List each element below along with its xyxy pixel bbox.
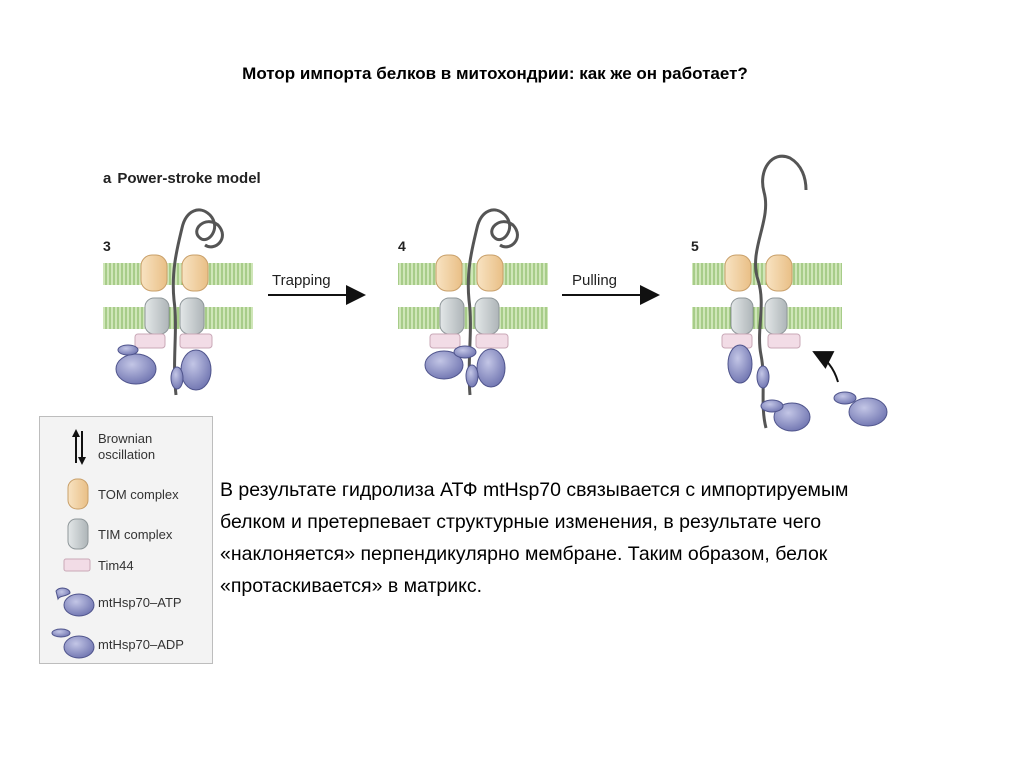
body-line: В результате гидролиза АТФ mtHsp70 связы… bbox=[220, 479, 849, 501]
tim44 bbox=[429, 333, 461, 349]
outer-membrane bbox=[103, 263, 253, 285]
polypeptide-chain bbox=[466, 208, 519, 396]
recycling-arrow bbox=[812, 351, 839, 383]
mthsp70 bbox=[773, 402, 811, 432]
tim44 bbox=[179, 333, 213, 349]
legend-label: Tim44 bbox=[98, 558, 134, 573]
mthsp70-lid bbox=[117, 344, 139, 356]
double-arrow-icon bbox=[72, 429, 86, 465]
inner-membrane bbox=[398, 307, 548, 329]
pulling-label: Pulling bbox=[572, 272, 618, 289]
panel-title: Power-stroke model bbox=[117, 170, 261, 187]
tim-complex-icon bbox=[67, 518, 89, 550]
polypeptide-chain bbox=[754, 154, 808, 429]
legend-label: Brownian oscillation bbox=[98, 431, 156, 462]
tom-complex bbox=[476, 254, 504, 292]
mthsp70-lid bbox=[170, 366, 184, 390]
trapping-label: Trapping bbox=[272, 272, 331, 289]
legend: Brownian oscillation TOM complex TIM com… bbox=[39, 416, 213, 664]
legend-item-tim44: Tim44 bbox=[40, 553, 214, 593]
legend-label: mtHsp70–ATP bbox=[98, 595, 182, 610]
polypeptide-chain bbox=[171, 208, 224, 396]
body-line: «наклоняется» перпендикулярно мембране. … bbox=[220, 543, 828, 565]
panel-letter: a bbox=[103, 170, 112, 187]
mthsp70-lid bbox=[453, 345, 477, 359]
step-number: 5 bbox=[691, 238, 699, 254]
mthsp70-atp-icon bbox=[55, 587, 95, 617]
mthsp70 bbox=[180, 349, 212, 391]
legend-item-brownian: Brownian oscillation bbox=[40, 425, 214, 465]
tim44-icon bbox=[63, 558, 91, 572]
body-line: «протаскивается» в матрикс. bbox=[220, 575, 483, 597]
tom-complex bbox=[435, 254, 463, 292]
outer-membrane bbox=[398, 263, 548, 285]
mthsp70-lid bbox=[833, 391, 857, 405]
mthsp70-lid bbox=[760, 399, 784, 413]
mthsp70-adp-icon bbox=[51, 628, 95, 659]
mthsp70 bbox=[727, 344, 753, 384]
panel-heading: a Power-stroke model bbox=[103, 170, 261, 187]
legend-item-tom: TOM complex bbox=[40, 477, 214, 517]
mthsp70 bbox=[476, 348, 506, 388]
tim-complex bbox=[730, 297, 754, 335]
inner-membrane bbox=[103, 307, 253, 329]
tim-complex bbox=[474, 297, 500, 335]
tim-complex bbox=[179, 297, 205, 335]
tim44 bbox=[475, 333, 509, 349]
tim-complex bbox=[764, 297, 788, 335]
tom-complex bbox=[181, 254, 209, 292]
tom-complex-icon bbox=[67, 478, 89, 510]
tom-complex bbox=[765, 254, 793, 292]
mthsp70-free bbox=[848, 397, 888, 427]
step-number: 4 bbox=[398, 238, 406, 254]
body-line: белком и претерпевает структурные измене… bbox=[220, 511, 822, 533]
legend-label: TOM complex bbox=[98, 487, 179, 502]
legend-item-mthsp70-adp: mtHsp70–ADP bbox=[40, 623, 214, 663]
tim-complex bbox=[439, 297, 465, 335]
legend-label: mtHsp70–ADP bbox=[98, 637, 184, 652]
slide-title: Мотор импорта белков в митохондрии: как … bbox=[242, 64, 748, 83]
legend-item-mthsp70-atp: mtHsp70–ATP bbox=[40, 581, 214, 621]
tom-complex bbox=[724, 254, 752, 292]
body-text: В результате гидролиза АТФ mtHsp70 связы… bbox=[220, 474, 1010, 602]
step-number: 3 bbox=[103, 238, 111, 254]
step-5-diagram bbox=[692, 154, 888, 432]
tim44 bbox=[134, 333, 166, 349]
legend-label: TIM complex bbox=[98, 527, 173, 542]
mthsp70-lid bbox=[465, 364, 479, 388]
tim44 bbox=[767, 333, 801, 349]
step-3-diagram bbox=[103, 208, 253, 396]
mthsp70 bbox=[115, 353, 157, 385]
mthsp70-lid bbox=[756, 365, 770, 389]
mthsp70 bbox=[424, 350, 464, 380]
tom-complex bbox=[140, 254, 168, 292]
step-4-diagram bbox=[398, 208, 548, 396]
legend-item-tim: TIM complex bbox=[40, 515, 214, 555]
tim-complex bbox=[144, 297, 170, 335]
